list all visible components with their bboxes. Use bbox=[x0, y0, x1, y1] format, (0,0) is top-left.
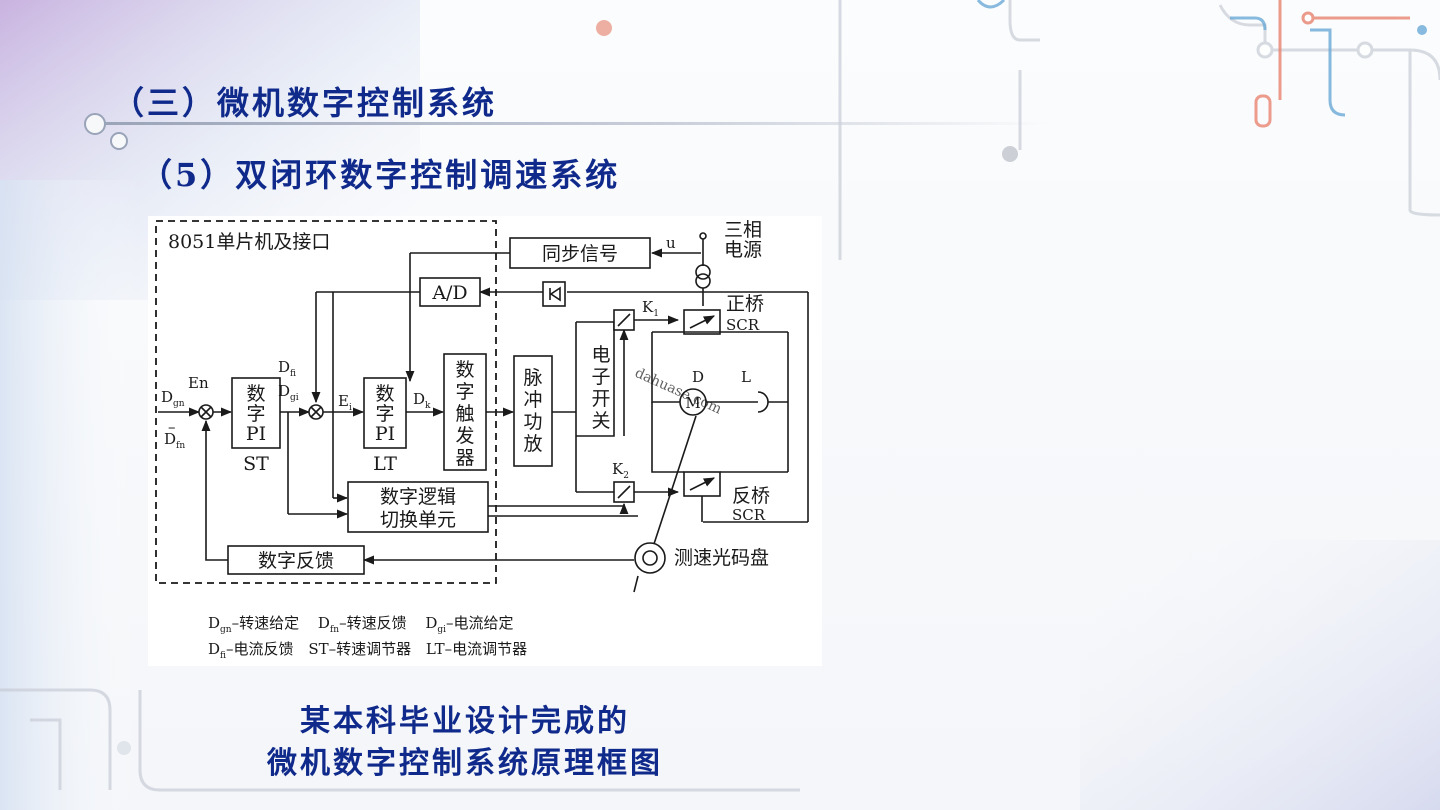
subtitle-dot bbox=[110, 132, 128, 150]
speed-pi-text-1: 数 bbox=[246, 383, 265, 405]
k2-label: K2 bbox=[612, 460, 629, 481]
reverse-bridge-label-1: 反桥 bbox=[732, 485, 770, 507]
feedback-label: 数字反馈 bbox=[258, 550, 334, 572]
transformer-coil-1 bbox=[695, 264, 711, 280]
reverse-bridge-label-2: SCR bbox=[732, 506, 766, 524]
digital-feedback-block bbox=[227, 545, 365, 575]
electronic-switch-outline bbox=[576, 321, 615, 437]
logic-switching-block bbox=[347, 481, 489, 533]
motor-shaft bbox=[651, 415, 697, 551]
legend: Dgn–转速给定 Dfn–转速反馈 Dgi–电流给定 Dfi–电流反馈 ST–转… bbox=[208, 614, 527, 661]
ad-label: A/D bbox=[431, 282, 467, 304]
en-label: En bbox=[188, 374, 209, 392]
current-pi-block bbox=[363, 377, 407, 449]
trigger-text-2: 字 bbox=[455, 381, 474, 403]
dgi-symbol: Dgi bbox=[278, 382, 299, 403]
forward-scr-symbol bbox=[689, 315, 716, 329]
forward-bridge-label-2: SCR bbox=[726, 316, 760, 334]
legend-line-2: Dfi–电流反馈 ST–转速调节器 LT–电流调节器 bbox=[208, 640, 527, 661]
current-pi-text-2: 字 bbox=[375, 403, 394, 425]
logic-text-1: 数字逻辑 bbox=[380, 486, 456, 508]
dfn-symbol: Dfn bbox=[164, 430, 185, 451]
ei-symbol: Ei bbox=[338, 392, 352, 413]
trigger-text-5: 器 bbox=[455, 447, 474, 469]
sync-signal-label: 同步信号 bbox=[542, 243, 618, 265]
motor-d-label: D bbox=[692, 368, 704, 386]
reverse-scr-symbol bbox=[689, 477, 716, 491]
switch-text-3: 开 bbox=[591, 388, 610, 410]
k1-label: K1 bbox=[642, 298, 659, 319]
block-diagram: 8051单片机及接口 同步信号 u 三相 电源 A/D Dgn En bbox=[148, 216, 822, 666]
current-junction-cross bbox=[310, 406, 322, 418]
current-pi-tag: LT bbox=[373, 453, 397, 475]
diagram-canvas: 8051单片机及接口 同步信号 u 三相 电源 A/D Dgn En bbox=[155, 219, 809, 661]
dgn-symbol: Dgn bbox=[161, 388, 185, 409]
legend-line-1: Dgn–转速给定 Dfn–转速反馈 Dgi–电流给定 bbox=[208, 614, 514, 635]
pulse-amp-text-4: 放 bbox=[523, 433, 542, 455]
inductor-icon bbox=[757, 391, 769, 413]
u-label: u bbox=[666, 234, 676, 252]
encoder-label: 测速光码盘 bbox=[674, 547, 769, 569]
switch-text-1: 电 bbox=[591, 344, 610, 366]
switch-text-2: 子 bbox=[591, 366, 610, 388]
ad-block bbox=[419, 277, 481, 307]
current-pi-text-1: 数 bbox=[375, 383, 394, 405]
encoder-disc-hub bbox=[642, 550, 658, 566]
sync-signal-block bbox=[509, 237, 651, 269]
inductor-label: L bbox=[741, 368, 751, 386]
switch-text-4: 关 bbox=[591, 410, 610, 432]
three-phase-label-1: 三相 bbox=[724, 219, 762, 241]
slide-title: （三）微机数字控制系统 bbox=[112, 84, 498, 122]
trigger-text-1: 数 bbox=[455, 359, 474, 381]
title-underline-dot bbox=[84, 113, 106, 135]
pulse-amplifier-block bbox=[513, 355, 553, 467]
encoder-shaft-tail bbox=[633, 575, 639, 593]
watermark-text: dahuase.com bbox=[632, 365, 724, 418]
k1-contact-slash bbox=[617, 313, 631, 327]
forward-bridge-label-1: 正桥 bbox=[726, 293, 764, 315]
dfi-symbol: Dfi bbox=[278, 358, 296, 379]
slide-subtitle: （5）双闭环数字控制调速系统 bbox=[140, 156, 621, 194]
speed-pi-block bbox=[231, 377, 281, 449]
dk-symbol: Dk bbox=[413, 390, 431, 411]
k2-contact-slash bbox=[617, 485, 631, 499]
pulse-amp-text-1: 脉 bbox=[523, 367, 542, 389]
speed-pi-text-2: 字 bbox=[246, 403, 265, 425]
current-sensor bbox=[542, 281, 566, 307]
speed-pi-tag: ST bbox=[243, 453, 269, 475]
caption-line-2: 微机数字控制系统原理框图 bbox=[267, 746, 663, 781]
caption-line-1: 某本科毕业设计完成的 bbox=[300, 704, 630, 739]
trigger-text-3: 触 bbox=[455, 403, 474, 425]
mcu-boundary bbox=[155, 220, 497, 584]
pulse-amp-text-2: 冲 bbox=[523, 389, 542, 411]
trigger-text-4: 发 bbox=[455, 425, 474, 447]
dfn-feedback-line bbox=[201, 419, 228, 561]
dfn-minus: – bbox=[168, 418, 176, 436]
speed-pi-text-3: PI bbox=[246, 423, 266, 445]
title-underline bbox=[100, 122, 1050, 125]
pulse-amp-text-3: 功 bbox=[523, 411, 542, 433]
speed-junction-cross bbox=[200, 406, 212, 418]
encoder-disc-icon bbox=[634, 542, 666, 574]
transformer-coil-2 bbox=[695, 273, 711, 289]
logic-text-2: 切换单元 bbox=[380, 509, 456, 531]
current-pi-text-3: PI bbox=[375, 423, 395, 445]
motor-label: M bbox=[685, 394, 700, 412]
source-terminal bbox=[699, 232, 707, 240]
diode-icon bbox=[549, 286, 561, 302]
three-phase-label-2: 电源 bbox=[724, 239, 762, 261]
mcu-boundary-label: 8051单片机及接口 bbox=[168, 231, 330, 253]
dc-loop-left-bottom bbox=[651, 402, 684, 473]
